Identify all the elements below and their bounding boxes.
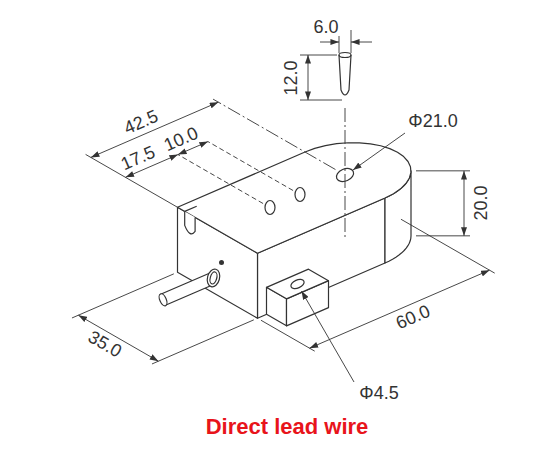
wire-end — [158, 293, 169, 307]
mounting-hole — [295, 188, 305, 202]
wire-grommet — [205, 268, 221, 288]
dimension-label: 10.0 — [159, 123, 202, 155]
outline-group — [72, 30, 495, 382]
caption: Direct lead wire — [206, 416, 369, 438]
dimension-line — [464, 171, 465, 236]
dimension-label: 12.0 — [282, 58, 300, 97]
dimension-line — [351, 42, 372, 43]
indicator-dot — [219, 260, 224, 265]
leader-line — [353, 133, 405, 170]
extension-line — [72, 274, 174, 318]
dimension-label: 6.0 — [311, 18, 340, 36]
top-face — [178, 143, 411, 253]
dimension-label: 42.5 — [119, 106, 162, 138]
dimension-line — [320, 42, 339, 43]
notch — [185, 211, 195, 233]
dimension-line — [310, 270, 490, 348]
extension-line — [300, 55, 337, 56]
extension-line — [416, 235, 470, 236]
extension-line — [213, 99, 335, 169]
wire-exit — [209, 271, 218, 285]
tip-detail — [339, 55, 351, 95]
notch-edge — [185, 206, 197, 211]
lug-hole — [289, 278, 305, 291]
extension-line — [208, 142, 293, 191]
extension-line — [152, 320, 254, 364]
diameter-label: Φ21.0 — [406, 112, 459, 130]
extension-line — [178, 155, 263, 204]
extension-line — [300, 100, 342, 101]
center-line — [345, 108, 346, 240]
lug-top — [267, 269, 329, 299]
extension-line — [261, 320, 315, 351]
dimension-label: 17.5 — [116, 142, 159, 174]
dimension-label: 20.0 — [472, 184, 490, 223]
tip-detail-top — [339, 53, 351, 58]
mounting-hole — [265, 201, 275, 215]
diameter-label: Φ4.5 — [357, 384, 400, 402]
dimension-label: 60.0 — [391, 301, 434, 333]
dimension-line — [78, 315, 158, 361]
extension-line — [401, 219, 495, 273]
leader-line — [302, 291, 355, 382]
dimension-label: 35.0 — [83, 327, 126, 362]
dimension-line — [308, 55, 309, 100]
extension-line — [416, 170, 470, 171]
extension-line — [351, 30, 352, 53]
